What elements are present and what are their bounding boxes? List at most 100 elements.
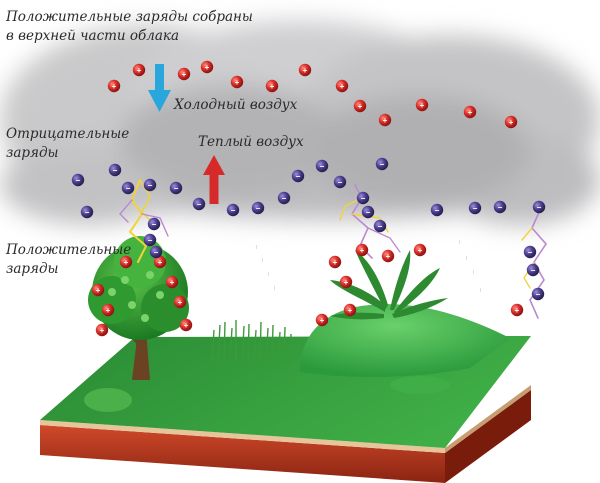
positive-charge: + [200, 60, 214, 74]
label-top-line1: Положительные заряды собраны [6, 9, 253, 25]
label-negative-line2: заряды [6, 145, 59, 161]
svg-text:−: − [76, 176, 81, 185]
svg-text:+: + [320, 316, 325, 325]
negative-charge: − [430, 203, 444, 217]
negative-charge: − [333, 175, 347, 189]
positive-charge: + [265, 79, 279, 93]
positive-charge: + [132, 63, 146, 77]
svg-text:−: − [378, 222, 383, 231]
svg-text:−: − [113, 166, 118, 175]
negative-charge: − [226, 203, 240, 217]
svg-text:+: + [420, 101, 425, 110]
negative-charge: − [147, 217, 161, 231]
positive-charge: + [153, 255, 167, 269]
positive-charge: + [413, 243, 427, 257]
negative-charge: − [356, 191, 370, 205]
svg-text:+: + [348, 306, 353, 315]
positive-charge: + [415, 98, 429, 112]
negative-charge: − [71, 173, 85, 187]
svg-text:−: − [531, 266, 536, 275]
grass-tuft [211, 320, 292, 363]
negative-charge: − [493, 200, 507, 214]
tree-icon [88, 236, 189, 380]
svg-text:−: − [148, 236, 153, 245]
svg-text:−: − [256, 204, 261, 213]
svg-text:+: + [112, 82, 117, 91]
positive-charge: + [173, 295, 187, 309]
svg-text:+: + [509, 118, 514, 127]
svg-text:−: − [174, 184, 179, 193]
svg-text:+: + [270, 82, 275, 91]
negative-charge: − [149, 245, 163, 259]
svg-text:−: − [152, 220, 157, 229]
negative-charge: − [531, 287, 545, 301]
svg-text:+: + [235, 78, 240, 87]
negative-charge: − [375, 157, 389, 171]
positive-charge: + [177, 67, 191, 81]
negative-charge: − [526, 263, 540, 277]
label-negative-line1: Отрицательные [6, 126, 130, 142]
positive-charge: + [504, 115, 518, 129]
label-top-line2: в верхней части облака [6, 28, 180, 44]
svg-text:−: − [296, 172, 301, 181]
svg-text:+: + [124, 258, 129, 267]
negative-charge: − [373, 219, 387, 233]
negative-charge: − [143, 178, 157, 192]
rain [256, 240, 481, 292]
svg-text:−: − [154, 248, 159, 257]
positive-charge: + [91, 283, 105, 297]
svg-text:+: + [100, 326, 105, 335]
label-positive-line1: Положительные [6, 242, 132, 258]
negative-charge: − [277, 191, 291, 205]
svg-text:+: + [184, 321, 189, 330]
label-cold-air: Холодный воздух [174, 97, 298, 113]
label-warm-air: Теплый воздух [198, 134, 304, 150]
positive-charge: + [353, 99, 367, 113]
svg-text:−: − [473, 204, 478, 213]
positive-charge: + [343, 303, 357, 317]
svg-text:−: − [498, 203, 503, 212]
positive-charge: + [107, 79, 121, 93]
svg-text:+: + [358, 102, 363, 111]
negative-charge: − [291, 169, 305, 183]
hill [84, 304, 510, 412]
svg-text:−: − [528, 248, 533, 257]
label-positive-line2: заряды [6, 261, 59, 277]
svg-text:−: − [361, 194, 366, 203]
positive-charge: + [119, 255, 133, 269]
positive-charge: + [179, 318, 193, 332]
negative-charge: − [192, 197, 206, 211]
svg-text:−: − [366, 208, 371, 217]
svg-text:+: + [137, 66, 142, 75]
negative-charge: − [169, 181, 183, 195]
negative-charge: − [251, 201, 265, 215]
svg-text:−: − [320, 162, 325, 171]
svg-text:+: + [178, 298, 183, 307]
svg-text:+: + [158, 258, 163, 267]
label-top-positive: Положительные заряды собраны в верхней ч… [6, 8, 253, 46]
positive-charge: + [298, 63, 312, 77]
positive-charge: + [230, 75, 244, 89]
svg-text:+: + [515, 306, 520, 315]
negative-charge: − [468, 201, 482, 215]
svg-text:−: − [126, 184, 131, 193]
svg-text:−: − [148, 181, 153, 190]
cloud-icon [0, 20, 600, 225]
svg-text:−: − [537, 203, 542, 212]
positive-charge: + [463, 105, 477, 119]
svg-text:+: + [182, 70, 187, 79]
positive-charge: + [328, 255, 342, 269]
svg-text:+: + [170, 278, 175, 287]
svg-text:−: − [338, 178, 343, 187]
svg-text:+: + [96, 286, 101, 295]
positive-charges: +++++++++++++++++++++++++++++ [91, 60, 524, 337]
svg-text:+: + [303, 66, 308, 75]
svg-text:+: + [360, 246, 365, 255]
negative-charge: − [532, 200, 546, 214]
positive-charge: + [378, 113, 392, 127]
negative-charge: − [143, 233, 157, 247]
negative-charges: −−−−−−−−−−−−−−−−−−−−−−−−−−− [71, 157, 546, 301]
negative-charge: − [315, 159, 329, 173]
label-negative: Отрицательные заряды [6, 125, 129, 163]
